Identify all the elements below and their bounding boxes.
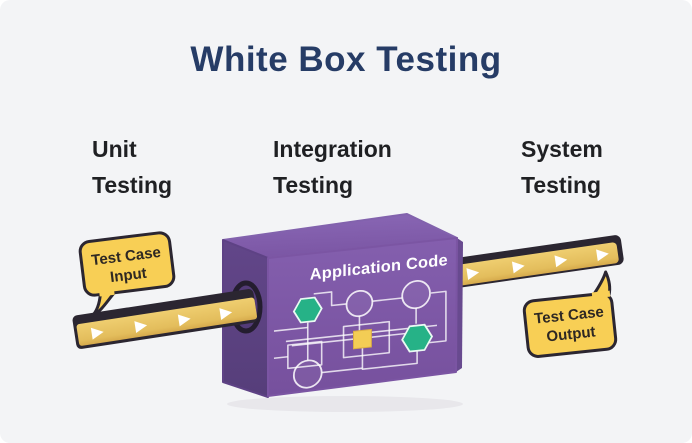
belt-arrow-icon <box>596 249 609 262</box>
stage-label-integration-testing: Integration Testing <box>273 136 392 198</box>
bubble-tail-joint <box>98 287 115 297</box>
belt-arrow-icon <box>466 268 480 280</box>
hexagon-node-icon <box>292 296 323 324</box>
output-speech-bubble: Test Case Output <box>522 270 618 358</box>
bubble-body <box>522 292 618 358</box>
stage-label-unit-testing: Unit Testing <box>92 136 173 198</box>
output-belt <box>452 235 624 288</box>
input-belt-surface <box>76 297 258 346</box>
box-front-face <box>267 237 458 397</box>
circle-node-icon <box>345 289 374 318</box>
box-shadow <box>227 396 463 412</box>
belt-arrow-icon <box>90 327 104 340</box>
input-bubble-line2: Input <box>109 265 147 286</box>
belt-arrow-icon <box>219 308 233 320</box>
bubble-body <box>78 231 176 297</box>
circle-node-icon <box>292 359 323 389</box>
input-speech-bubble: Test Case Input <box>78 231 176 318</box>
input-belt <box>72 289 258 349</box>
bubble-tail <box>90 290 117 318</box>
hexagon-node-icon <box>401 323 434 353</box>
belt-arrow-icon <box>134 321 148 333</box>
belt-arrow-icon <box>554 255 568 268</box>
output-bubble-line2: Output <box>546 323 597 345</box>
application-code-box <box>222 213 463 398</box>
square-node-icon <box>352 328 372 350</box>
page-title: White Box Testing <box>190 40 502 79</box>
bubble-tail-joint <box>591 290 611 299</box>
circle-node-icon <box>401 280 431 310</box>
stage-label-system-testing: System Testing <box>521 136 603 198</box>
output-belt-surface <box>453 242 619 286</box>
belt-arrow-icon <box>177 314 191 327</box>
belt-arrow-icon <box>511 261 525 274</box>
